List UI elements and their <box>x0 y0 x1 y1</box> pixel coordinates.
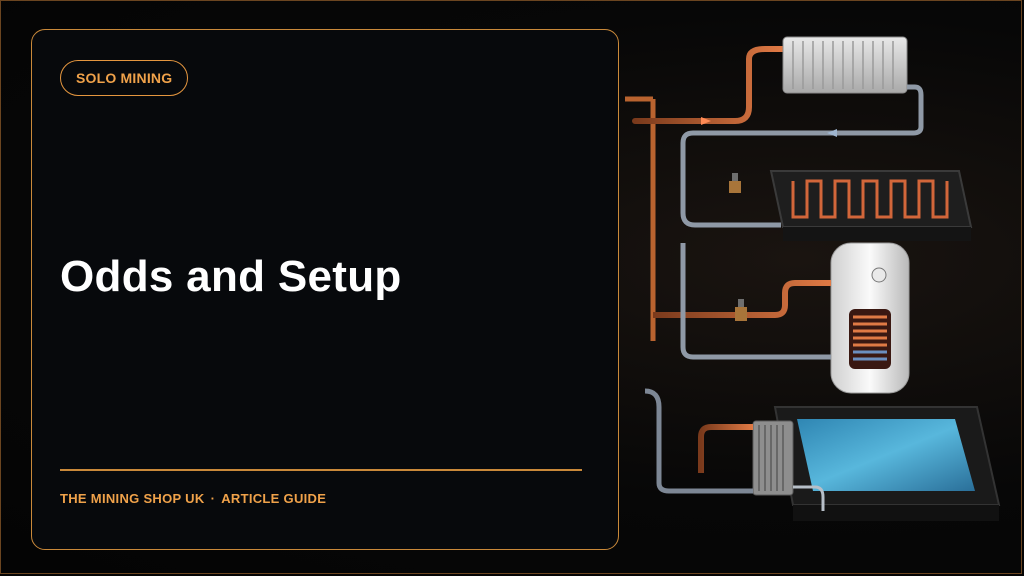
footer-credit: THE MINING SHOP UK · ARTICLE GUIDE <box>60 491 326 506</box>
heating-system-illustration <box>625 36 1001 521</box>
footer-divider <box>60 469 582 471</box>
footer-separator: · <box>210 491 216 506</box>
footer-section: ARTICLE GUIDE <box>221 491 327 506</box>
radiator-icon <box>632 36 924 213</box>
footer-brand: THE MINING SHOP UK <box>60 491 205 506</box>
page-title: Odds and Setup <box>60 252 402 301</box>
pool-heat-exchanger-icon <box>644 388 1001 521</box>
underfloor-heating-icon <box>653 170 973 241</box>
title-card: SOLO MINING Odds and Setup THE MINING SH… <box>31 29 619 550</box>
hot-water-cylinder-icon <box>653 242 910 394</box>
category-badge-label: SOLO MINING <box>76 70 173 86</box>
category-badge: SOLO MINING <box>60 60 189 96</box>
main-flow-pipe <box>625 96 656 341</box>
